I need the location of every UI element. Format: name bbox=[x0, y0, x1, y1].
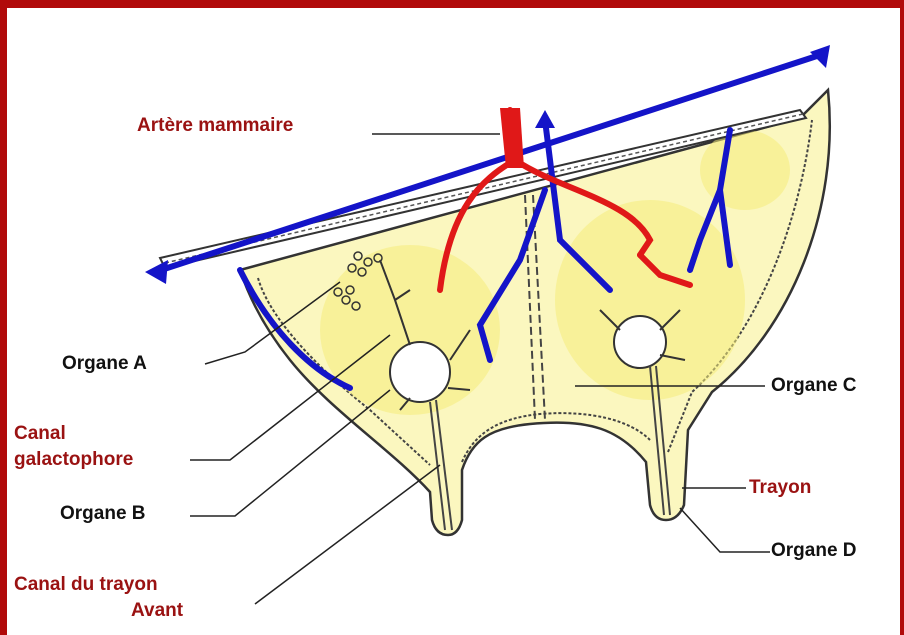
label-organe-b: Organe B bbox=[60, 502, 146, 525]
gland-cistern-front bbox=[390, 342, 450, 402]
gland-cistern-rear bbox=[614, 316, 666, 368]
alveolar-zone-top bbox=[700, 130, 790, 210]
vein-arrow-left bbox=[145, 260, 168, 284]
label-canal-du-trayon: Canal du trayon bbox=[14, 573, 158, 596]
label-organe-c: Organe C bbox=[771, 374, 857, 397]
label-canal-galactophore-line2: galactophore bbox=[14, 448, 133, 471]
label-avant: Avant bbox=[131, 599, 183, 622]
vein-arrow-up bbox=[535, 110, 555, 128]
label-canal-galactophore-line1: Canal bbox=[14, 422, 66, 445]
label-organe-a: Organe A bbox=[62, 352, 147, 375]
label-trayon: Trayon bbox=[749, 476, 811, 499]
label-artere-mammaire: Artère mammaire bbox=[137, 114, 293, 137]
label-organe-d: Organe D bbox=[771, 539, 857, 562]
